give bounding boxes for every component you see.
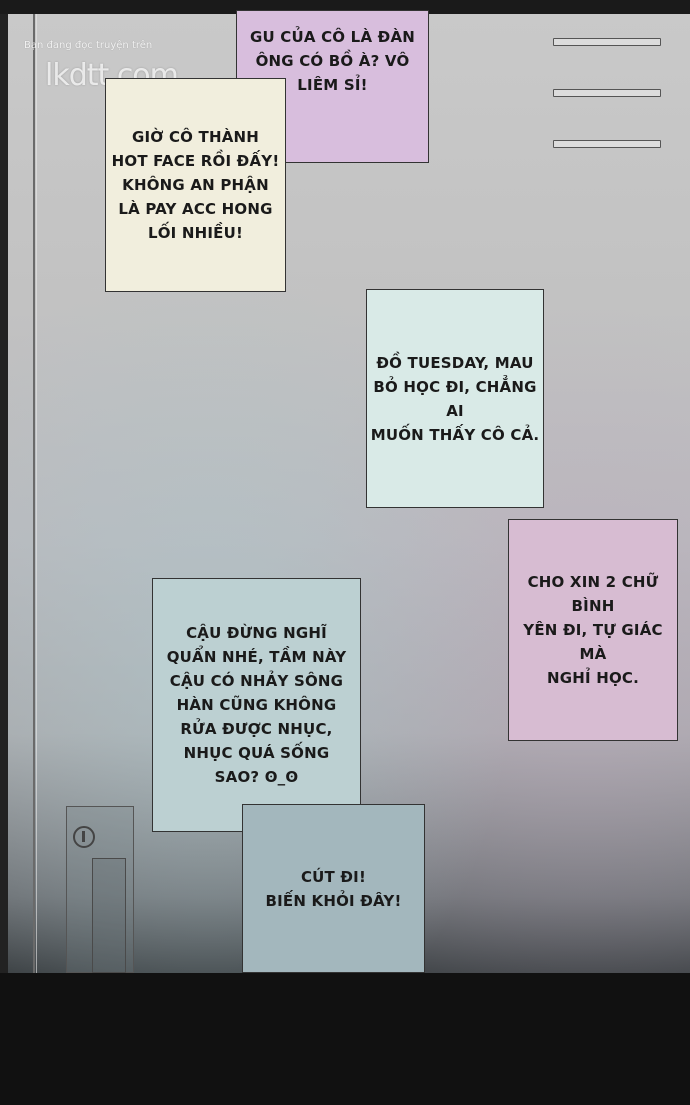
top-border <box>0 0 690 14</box>
note-text: Giờ cô thành hot face rồi đấy! Không an … <box>111 128 280 242</box>
lock-icon <box>73 826 95 848</box>
left-border <box>0 14 8 973</box>
locker-vent-3 <box>553 140 661 148</box>
sticky-note-blue: Cút đi! Biến khỏi đây! <box>242 804 425 973</box>
locker-handle-slot <box>92 858 126 973</box>
locker-vent-1 <box>553 38 661 46</box>
sticky-note-teal: Cậu đừng nghĩ quẩn nhé, tầm này cậu có n… <box>152 578 361 832</box>
note-text: Đồ Tuesday, mau bỏ học đi, chẳng ai muốn… <box>370 353 540 444</box>
sticky-note-mint: Đồ Tuesday, mau bỏ học đi, chẳng ai muốn… <box>366 289 544 508</box>
watermark-text: Bạn đang đọc truyện trên <box>24 40 153 51</box>
note-text: Cậu đừng nghĩ quẩn nhé, tầm này cậu có n… <box>166 624 347 786</box>
locker-vent-2 <box>553 89 661 97</box>
note-text: Gu của cô là đàn ông có bồ à? Vô liêm sỉ… <box>249 28 416 94</box>
note-text: Cút đi! Biến khỏi đây! <box>265 867 402 910</box>
panel-gutter <box>0 973 690 1105</box>
door-seam <box>33 14 35 973</box>
note-text: Cho xin 2 chữ bình yên đi, tự giác mà ng… <box>523 573 663 687</box>
door-seam-highlight <box>36 14 37 973</box>
sticky-note-mauve: Cho xin 2 chữ bình yên đi, tự giác mà ng… <box>508 519 678 741</box>
sticky-note-yellow: Giờ cô thành hot face rồi đấy! Không an … <box>105 78 286 292</box>
